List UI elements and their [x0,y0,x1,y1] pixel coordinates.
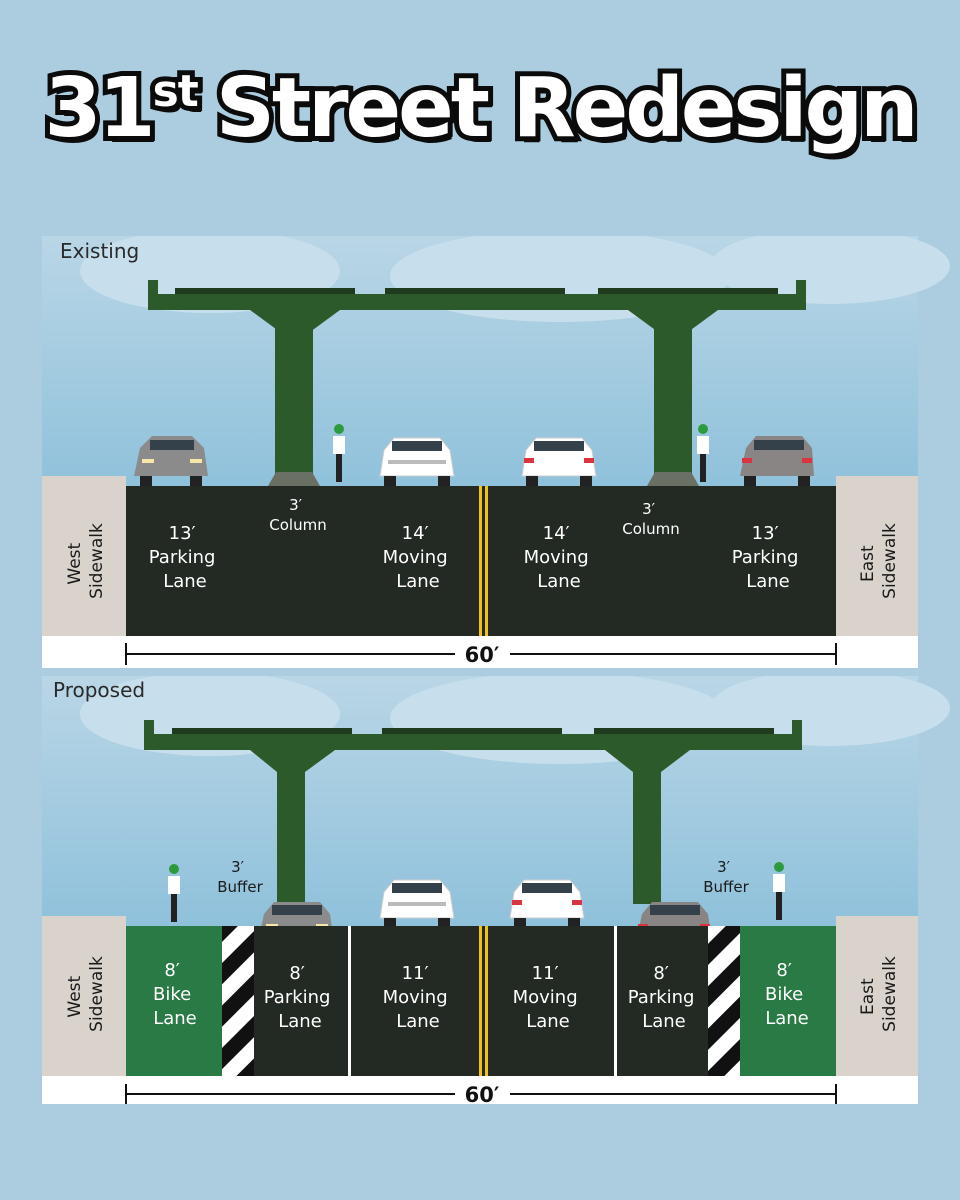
proposed-label: Proposed [53,678,145,702]
total-width-label: 60′ [465,643,500,667]
west-sidewalk [42,476,126,636]
cyclist-east [697,424,709,482]
east-sidewalk [836,476,918,636]
moving-car-2 [509,879,585,926]
west-sidewalk-label: West Sidewalk [65,956,107,1032]
existing-label: Existing [60,239,139,263]
parked-car-east [740,436,814,486]
lane-label: 13′ Parking Lane [732,523,804,592]
parked-car-west [134,436,208,486]
elevated-structure [144,720,802,904]
cyclist-west [333,424,345,482]
moving-car-1 [379,879,455,926]
moving-car-1 [379,437,455,486]
dimension-strip [42,636,918,668]
total-width-label: 60′ [465,1083,500,1106]
lane-label: 14′ Moving Lane [524,523,595,592]
bike-lane-west [126,926,222,1076]
lane-label: 11′ Moving Lane [383,963,454,1032]
total-width-dimension [125,1084,837,1104]
lane-label: 14′ Moving Lane [383,523,454,592]
column-bases [268,472,699,486]
lane-label: 13′ Parking Lane [149,523,221,592]
west-sidewalk [42,916,126,1076]
column-label: 3′ Column [622,500,679,538]
buffer-label: 3′ Buffer [217,858,263,896]
lane-stripes [348,926,617,1076]
moving-car-2 [521,437,597,486]
center-line [485,926,488,1076]
buffer-west [222,926,254,1076]
cyclist-east [773,862,785,920]
west-sidewalk-label: West Sidewalk [65,523,107,599]
proposed-cross-section: Proposed [42,676,950,1106]
east-sidewalk-label: East Sidewalk [858,956,900,1032]
lane-label: 8′ Parking Lane [264,963,336,1032]
east-sidewalk-label: East Sidewalk [858,523,900,599]
east-sidewalk [836,916,918,1076]
lane-label: 11′ Moving Lane [513,963,584,1032]
center-line [485,486,488,636]
bike-lane-east [740,926,836,1076]
buffer-east [708,926,740,1076]
center-line [479,926,482,1076]
elevated-structure [148,280,806,484]
lane-label: 8′ Bike Lane [765,960,809,1029]
lane-label: 8′ Parking Lane [628,963,700,1032]
existing-cross-section: Existing [42,236,950,668]
center-line [479,486,482,636]
column-label: 3′ Column [269,496,326,534]
buffer-label: 3′ Buffer [703,858,749,896]
cyclist-west [168,864,180,922]
total-width-dimension [125,643,837,665]
dimension-strip [42,1076,918,1104]
lane-label: 8′ Bike Lane [153,960,197,1029]
